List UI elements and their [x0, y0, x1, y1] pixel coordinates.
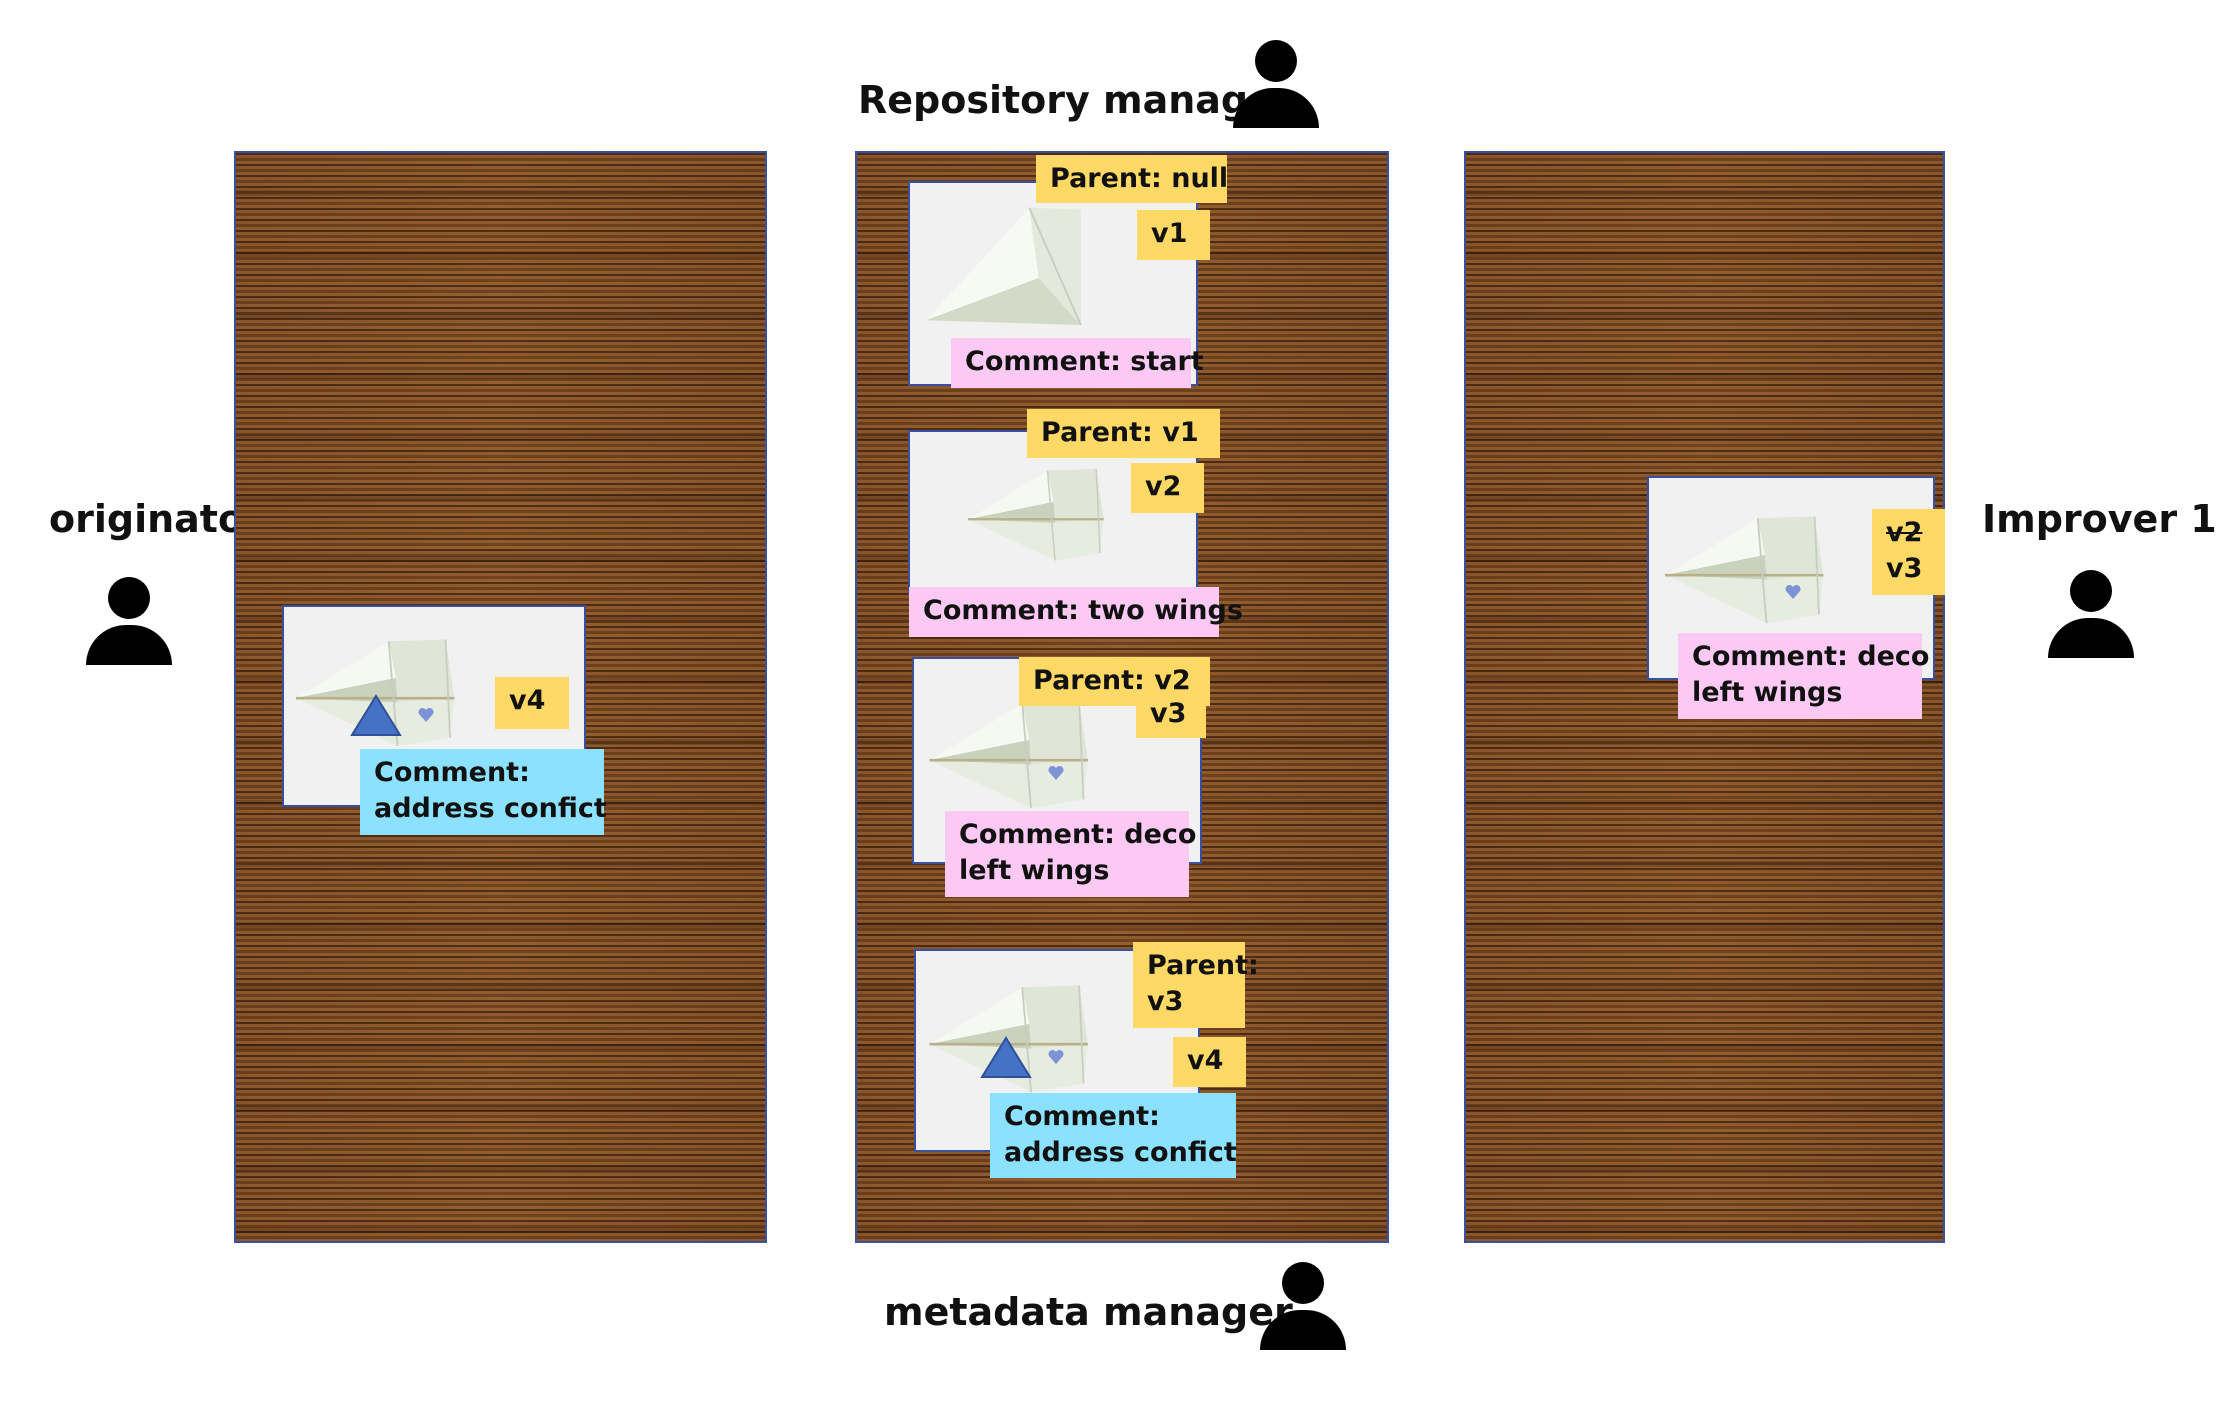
- comment-line: Comment: deco: [1692, 641, 1930, 672]
- repo-v1-comment-note: Comment: start: [951, 338, 1204, 388]
- repository-manager-person-icon: [1233, 40, 1319, 128]
- paper-plane-icon: [908, 189, 1113, 339]
- originator-board: v4 Comment: address confict: [234, 151, 767, 1243]
- comment-line: address confict: [1004, 1137, 1237, 1168]
- repo-v3-comment-note: Comment: deco left wings: [945, 811, 1197, 897]
- originator-person-icon: [86, 577, 172, 665]
- repo-v4-version-note: v4: [1173, 1037, 1246, 1087]
- originator-label: originator: [49, 497, 263, 541]
- metadata-manager-label: metadata manager: [884, 1290, 1293, 1334]
- metadata-manager-person-icon: [1260, 1262, 1346, 1350]
- improver-person-icon: [2048, 570, 2134, 658]
- triangle-icon: [980, 1036, 1032, 1078]
- improver-label: Improver 1: [1982, 497, 2217, 541]
- paper-plane-icon: [940, 448, 1140, 568]
- heart-icon: [1783, 582, 1803, 602]
- comment-line: left wings: [959, 855, 1110, 886]
- paper-plane-icon: [1659, 492, 1839, 632]
- comment-line: left wings: [1692, 677, 1843, 708]
- repo-v4-comment-note: Comment: address confict: [990, 1093, 1237, 1178]
- repo-v1-version-note: v1: [1137, 210, 1210, 260]
- repository-manager-label: Repository manager: [858, 78, 1293, 122]
- paper-plane-icon: [926, 961, 1101, 1101]
- triangle-icon: [350, 694, 402, 736]
- parent-line: Parent:: [1147, 950, 1259, 981]
- comment-line: address confict: [374, 793, 607, 824]
- repo-v2-parent-note: Parent: v1: [1027, 409, 1220, 458]
- improver-v3-version-note: v2 v3: [1872, 509, 1945, 595]
- comment-line: Comment:: [374, 757, 530, 788]
- repo-v4-parent-note: Parent: v3: [1133, 942, 1259, 1028]
- repo-v2-version-note: v2: [1131, 463, 1204, 513]
- heart-icon: [1046, 763, 1066, 783]
- repo-v3-parent-note: Parent: v2: [1019, 657, 1210, 706]
- improver-v3-comment-note: Comment: deco left wings: [1678, 633, 1930, 719]
- comment-line: Comment: deco: [959, 819, 1197, 850]
- repo-v2-comment-note: Comment: two wings: [909, 587, 1243, 637]
- originator-v4-version-note: v4: [495, 677, 569, 729]
- repository-board: Parent: null v1 Comment: start Parent: v…: [855, 151, 1389, 1243]
- version-text: v3: [1886, 553, 1923, 584]
- repo-v3-version-note: v3: [1136, 690, 1206, 738]
- improver-board: v2 v3 Comment: deco left wings: [1464, 151, 1945, 1243]
- parent-line: v3: [1147, 986, 1184, 1017]
- comment-line: Comment:: [1004, 1101, 1160, 1132]
- old-version-text: v2: [1886, 517, 1923, 548]
- heart-icon: [416, 705, 436, 725]
- originator-v4-comment-note: Comment: address confict: [360, 749, 607, 835]
- heart-icon: [1046, 1047, 1066, 1067]
- repo-v1-parent-note: Parent: null: [1036, 155, 1228, 203]
